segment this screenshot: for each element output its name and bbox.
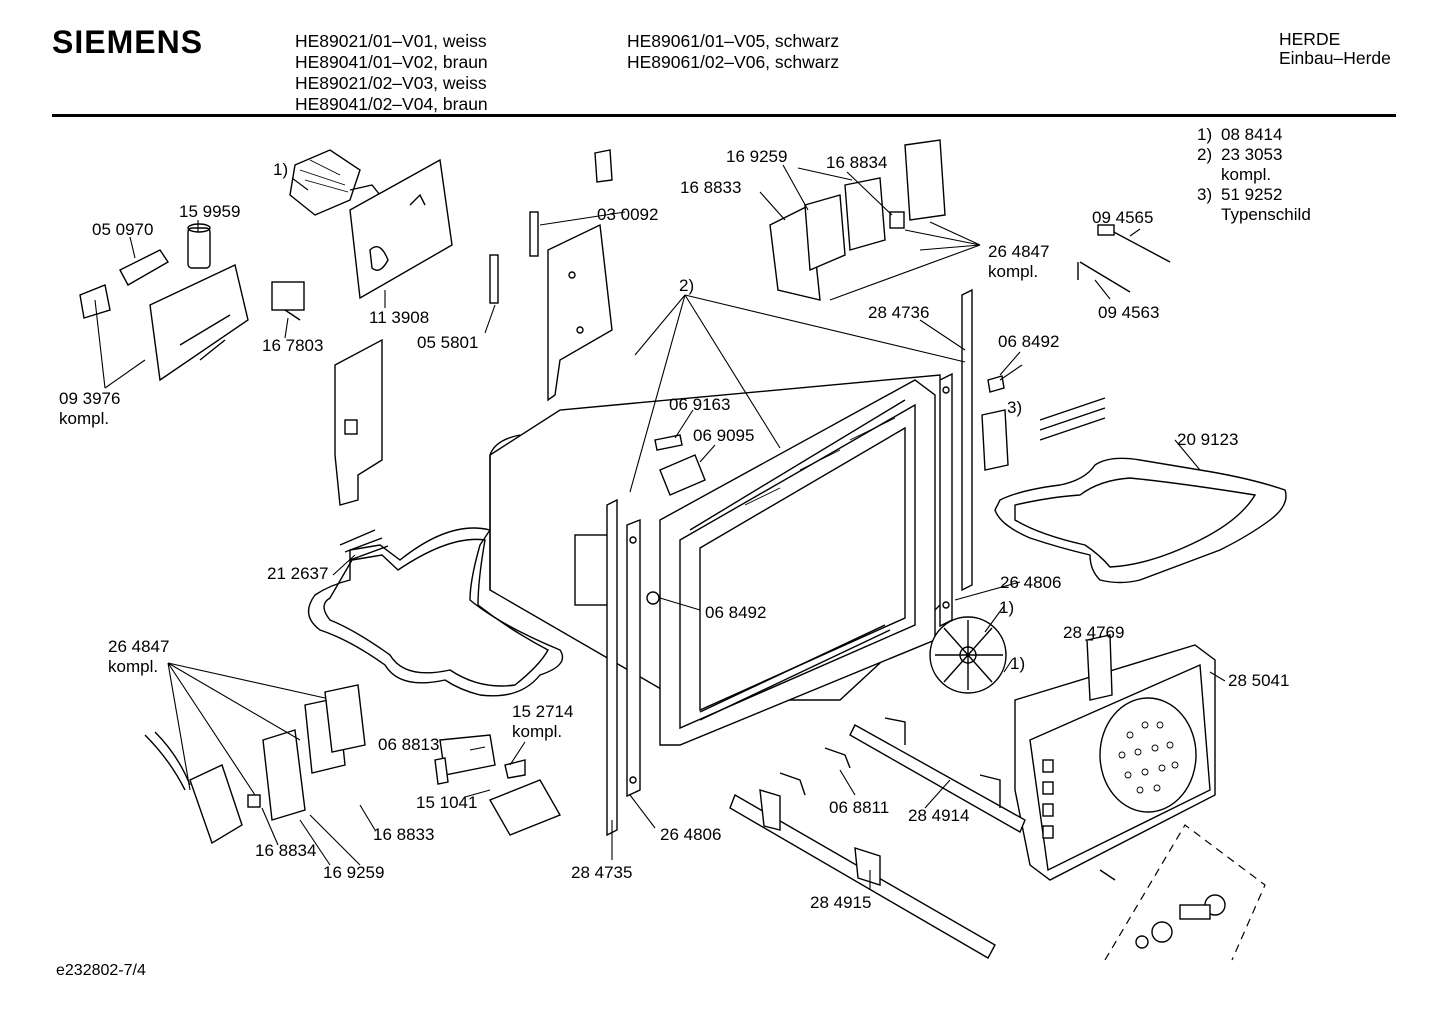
temperature-probe (1077, 224, 1171, 293)
footnote-text: 23 3053 (1221, 145, 1283, 164)
label-264806-bottom: 26 4806 (660, 825, 722, 844)
footnote-2-sub: kompl. (1221, 165, 1272, 184)
category-label: HERDE Einbau–Herde (1279, 30, 1391, 68)
model-line: HE89021/02–V03, weiss (295, 73, 487, 93)
label-068492-mid: 06 8492 (705, 603, 767, 622)
label-284736: 28 4736 (868, 303, 930, 322)
footnote-num: 1) (1197, 125, 1213, 144)
label-285041: 28 5041 (1228, 671, 1290, 690)
lamp-socket (654, 409, 716, 496)
side-rail-right (939, 288, 973, 628)
label-3: 3) (1007, 398, 1023, 417)
thermal-fuse-set (489, 149, 613, 304)
label-2: 2) (679, 276, 695, 295)
model-line: HE89041/02–V04, braun (295, 94, 488, 114)
category-line: HERDE (1279, 29, 1341, 49)
label-055801: 05 5801 (417, 333, 479, 352)
fan-grille-holes (1118, 721, 1179, 794)
model-line: HE89061/01–V05, schwarz (627, 31, 840, 51)
drawing-reference: e232802-7/4 (56, 962, 146, 979)
label-113908: 11 3908 (369, 308, 430, 327)
footnote-3-sub: Typenschild (1221, 205, 1311, 224)
lamp-cover (646, 591, 660, 605)
label-069163: 06 9163 (669, 395, 731, 414)
label-264847-bottom-kompl: kompl. (108, 657, 159, 676)
telescopic-rail-upper (824, 717, 1026, 834)
model-list-left: HE89021/01–V01, weiss HE89041/01–V02, br… (295, 31, 488, 115)
label-152714-kompl: kompl. (512, 722, 563, 741)
telescopic-rail-lower (729, 772, 996, 959)
capacitor (187, 223, 211, 269)
brand-logo: SIEMENS (52, 24, 204, 60)
door-seal-top (769, 139, 946, 301)
electronics-bracket (149, 263, 249, 382)
model-line: HE89021/01–V01, weiss (295, 31, 487, 51)
label-264847-top: 26 4847 (988, 242, 1050, 261)
label-094565: 09 4565 (1092, 208, 1154, 227)
side-rail-left (606, 498, 641, 837)
label-050970: 05 0970 (92, 220, 154, 239)
label-264847-top-kompl: kompl. (988, 262, 1039, 281)
model-line: HE89041/01–V02, braun (295, 52, 488, 72)
fan-wheel (929, 616, 1007, 694)
lamp-seals (262, 684, 366, 821)
footnote-3: 3) 51 9252 (1197, 185, 1311, 205)
category-line: Einbau–Herde (1279, 48, 1391, 68)
label-209123: 20 9123 (1177, 430, 1239, 449)
label-284735: 28 4735 (571, 863, 633, 882)
label-168833-bottom: 16 8833 (373, 825, 435, 844)
label-030092: 03 0092 (597, 205, 659, 224)
fan-motor (289, 149, 381, 216)
footnote-text: 08 8414 (1221, 125, 1283, 144)
label-168834-bottom: 16 8834 (255, 841, 317, 860)
lower-heating-element (307, 527, 564, 697)
label-167803: 16 7803 (262, 336, 324, 355)
label-093976: 09 3976 (59, 389, 121, 408)
oven-cavity (489, 374, 946, 746)
label-284915: 28 4915 (810, 893, 872, 912)
model-line: HE89061/02–V06, schwarz (627, 52, 840, 72)
label-093976-kompl: kompl. (59, 409, 110, 428)
label-168834-top: 16 8834 (826, 153, 888, 172)
label-159959: 15 9959 (179, 202, 241, 221)
footnote-2: 2) 23 3053 (1197, 145, 1311, 165)
label-1-fan: 1) (999, 598, 1015, 617)
insulation-bracket (547, 223, 613, 402)
label-069095: 06 9095 (693, 426, 755, 445)
label-151041: 15 1041 (416, 793, 478, 812)
label-068811: 06 8811 (829, 798, 890, 817)
label-284914: 28 4914 (908, 806, 970, 825)
label-264806-right: 26 4806 (1000, 573, 1062, 592)
footnotes: 1) 08 8414 2) 23 3053 kompl. 3) 51 9252 Typ… (1197, 125, 1311, 225)
label-169259-top: 16 9259 (726, 147, 788, 166)
motor-mount-plate (349, 158, 453, 300)
label-1-nut: 1) (1010, 654, 1026, 673)
label-264847-bottom: 26 4847 (108, 637, 170, 656)
lamp-housing (144, 731, 261, 845)
label-068492-top: 06 8492 (998, 332, 1060, 351)
label-094563: 09 4563 (1098, 303, 1160, 322)
label-212637: 21 2637 (267, 564, 329, 583)
knob-detail (1099, 824, 1266, 961)
heat-shield-left (334, 338, 383, 506)
label-169259-bottom: 16 9259 (323, 863, 385, 882)
footnote-1: 1) 08 8414 (1197, 125, 1311, 145)
rear-fan-cover (1014, 634, 1216, 881)
label-068813: 06 8813 (378, 735, 440, 754)
label-284769: 28 4769 (1063, 623, 1125, 642)
header-divider (52, 114, 1396, 117)
label-152714: 15 2714 (512, 702, 574, 721)
footnote-num: 3) (1197, 185, 1213, 204)
switch-block (434, 734, 562, 836)
label-1: 1) (273, 160, 289, 179)
rating-plate (981, 409, 1009, 471)
grill-element (994, 397, 1287, 584)
label-168833-top: 16 8833 (680, 178, 742, 197)
transformer (271, 281, 305, 321)
model-list-right: HE89061/01–V05, schwarz HE89061/02–V06, … (627, 31, 839, 73)
footnote-num: 2) (1197, 145, 1213, 164)
footnote-text: 51 9252 (1221, 185, 1283, 204)
